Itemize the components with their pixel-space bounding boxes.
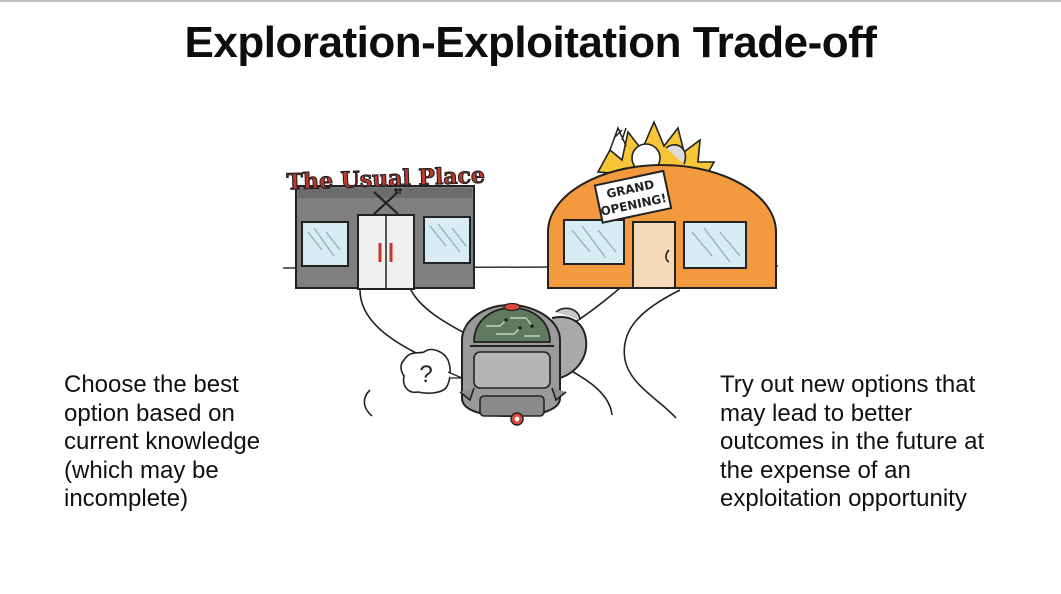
page-title: Exploration-Exploitation Trade-off: [184, 18, 877, 67]
top-border: [0, 0, 1061, 2]
robot-icon: [459, 302, 588, 426]
question-mark-icon: ?: [419, 361, 432, 388]
old-restaurant: The Usual Place: [286, 162, 486, 290]
path-left: [359, 289, 421, 417]
exploration-caption: Try out new options that may lead to bet…: [720, 371, 985, 512]
exploitation-caption: Choose the best option based on current …: [64, 371, 261, 512]
path-left-inner: [409, 287, 469, 336]
new-restaurant: GRAND OPENING!: [547, 119, 777, 289]
path-right: [623, 289, 681, 419]
fork-knife-icon: [373, 188, 402, 215]
thought-bubble: ?: [400, 348, 463, 394]
